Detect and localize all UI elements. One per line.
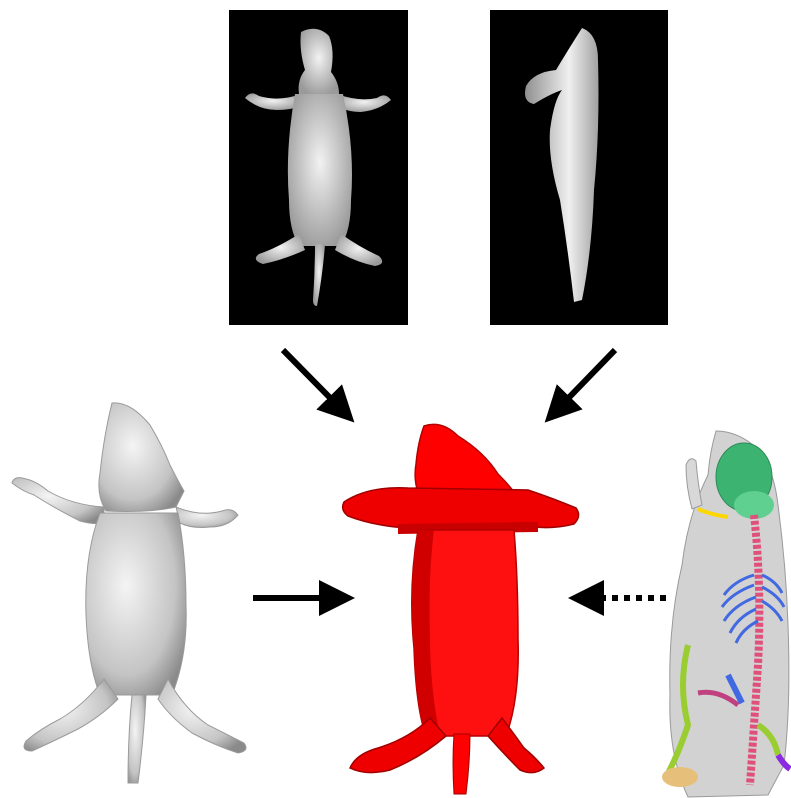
arrow-from-lateral-xray [553,350,615,414]
arrow-from-dorsal-xray [283,350,346,414]
